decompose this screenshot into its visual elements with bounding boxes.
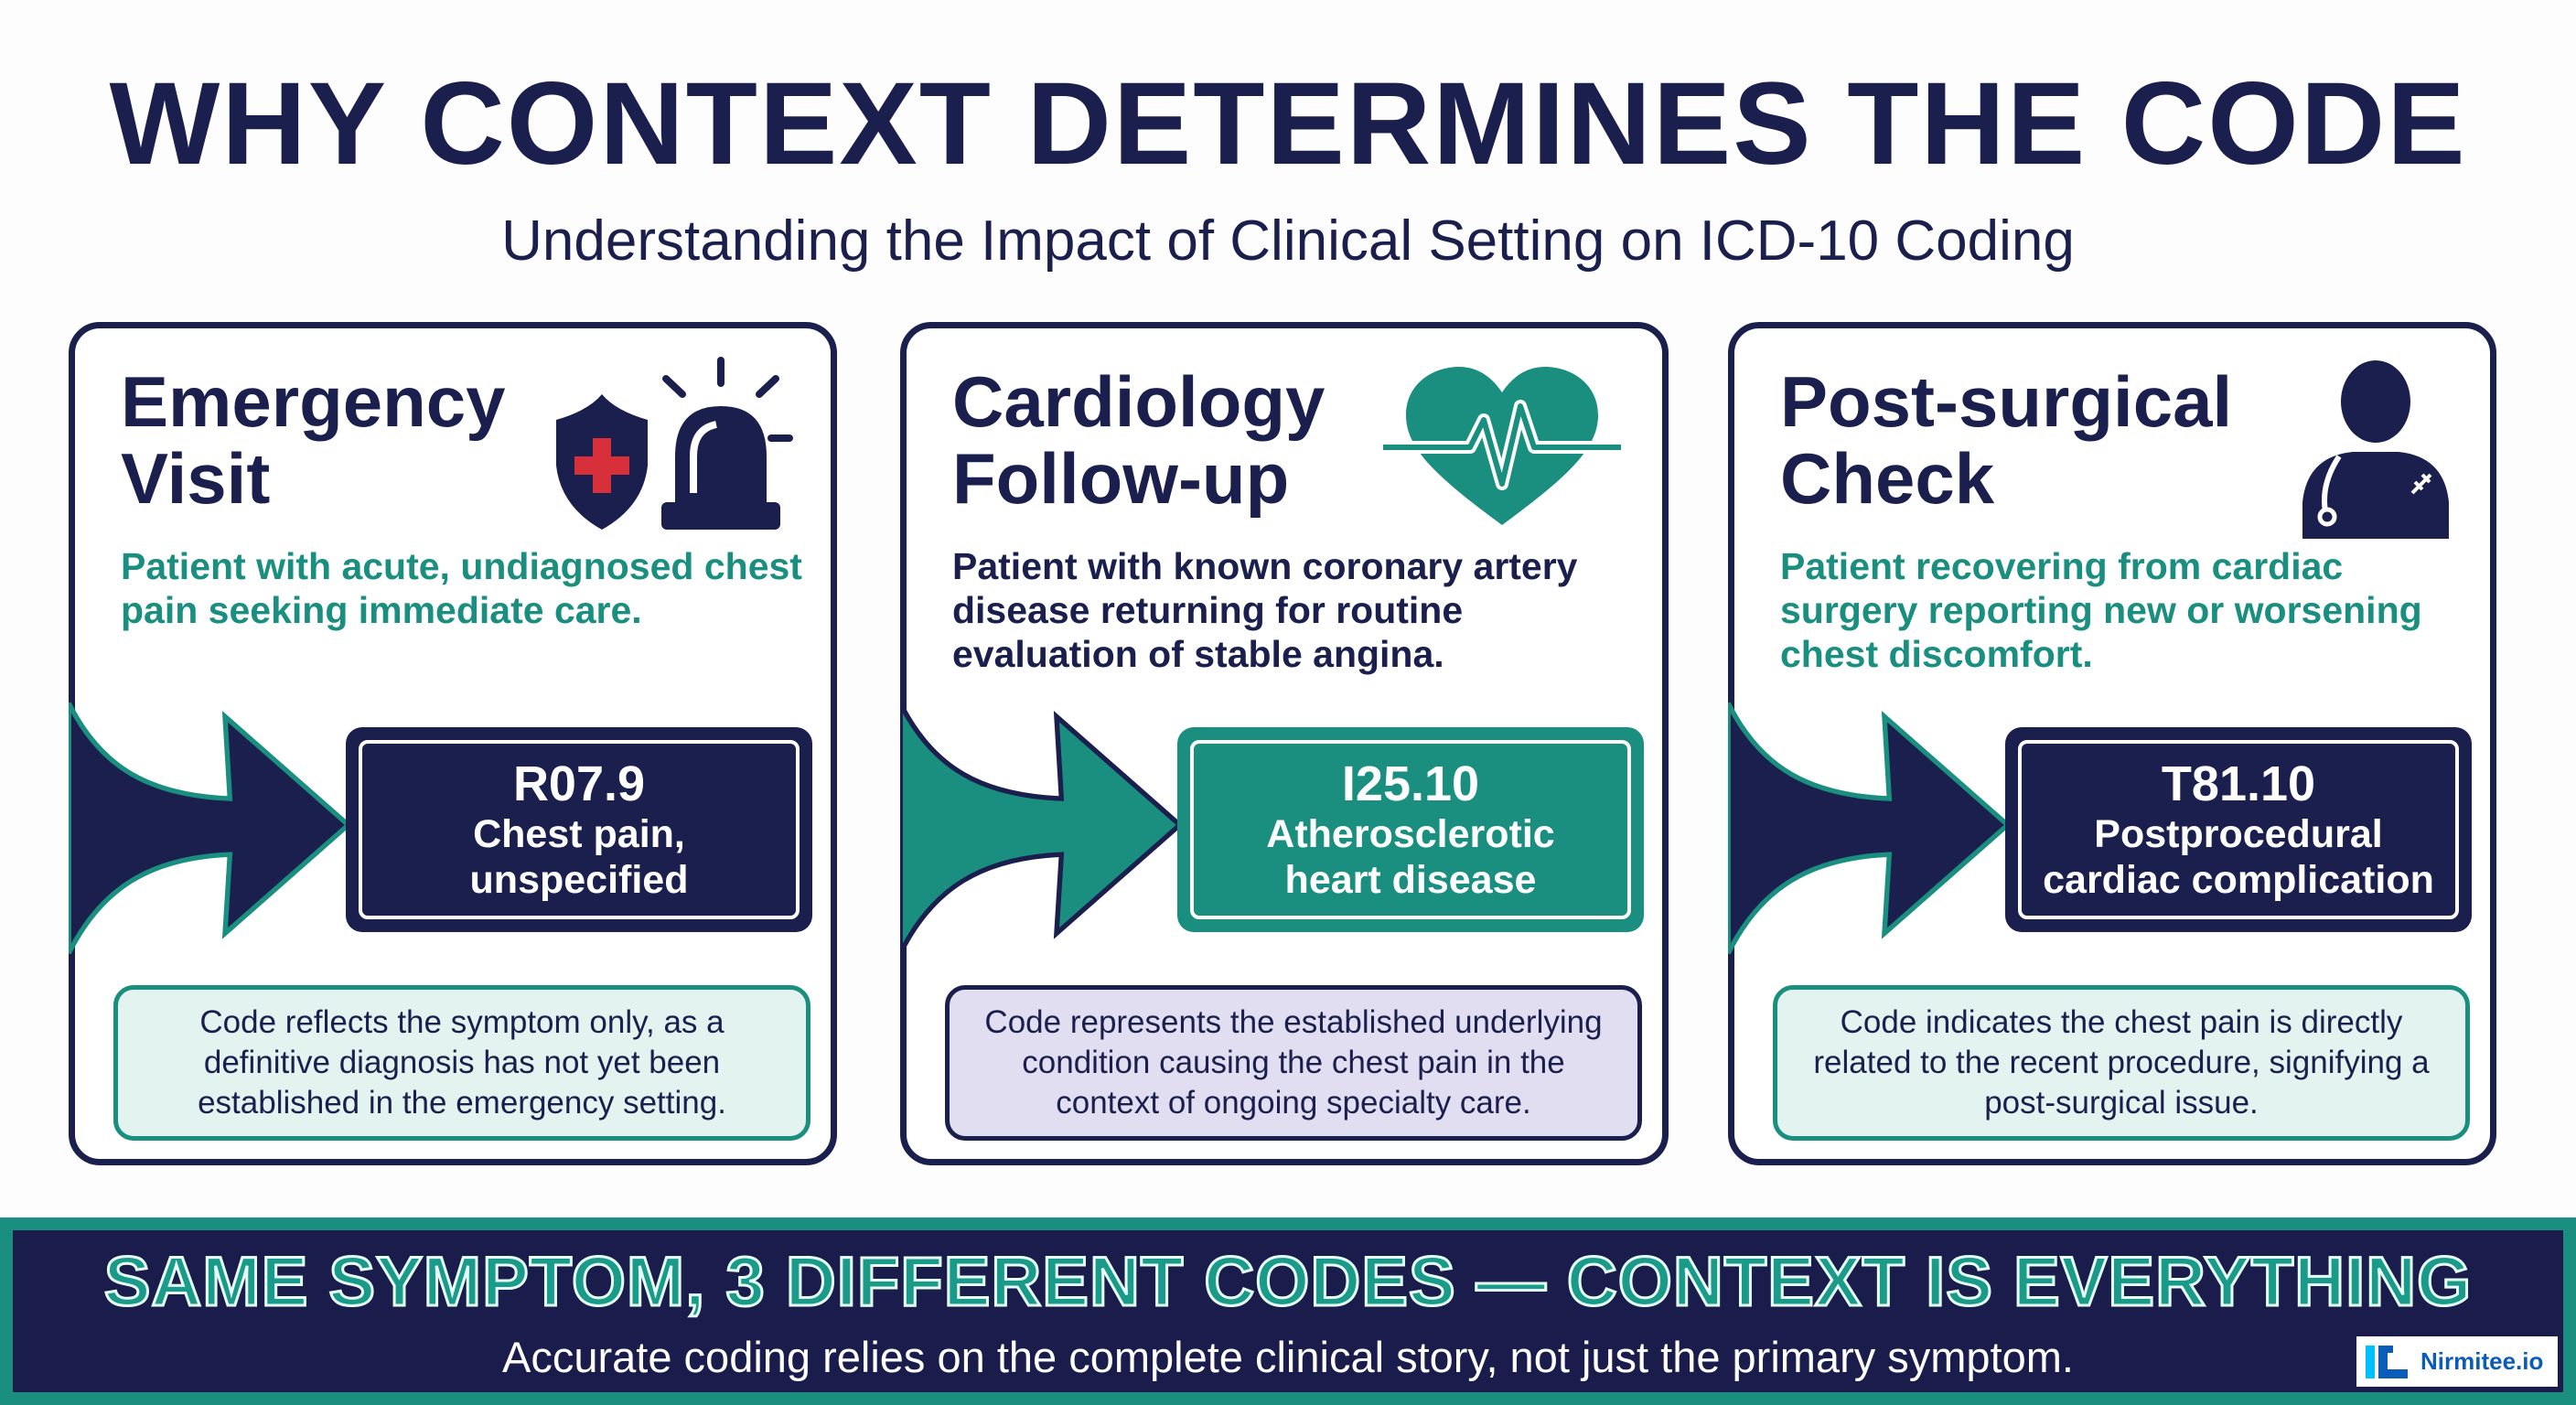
logo-mark-icon bbox=[2366, 1345, 2408, 1378]
arrow-icon bbox=[900, 702, 1184, 955]
explanation-note: Code represents the established underlyi… bbox=[945, 985, 1642, 1141]
page-title: WHY CONTEXT DETERMINES THE CODE bbox=[109, 59, 2467, 189]
code-name-line: heart disease bbox=[1284, 858, 1537, 902]
card-description: Patient with known coronary artery disea… bbox=[952, 545, 1578, 675]
banner-subline: Accurate coding relies on the complete c… bbox=[502, 1333, 2074, 1381]
explanation-note: Code indicates the chest pain is directl… bbox=[1773, 985, 2470, 1141]
doctor-stethoscope-icon bbox=[2302, 360, 2449, 539]
code-name-line: Atherosclerotic bbox=[1266, 812, 1555, 856]
logo-text: Nirmitee.io bbox=[2420, 1347, 2544, 1375]
arrow-icon bbox=[1728, 702, 2012, 955]
page-subtitle: Understanding the Impact of Clinical Set… bbox=[501, 209, 2075, 273]
code-name-line: cardiac complication bbox=[2043, 858, 2434, 902]
arrow-icon bbox=[69, 702, 352, 955]
code-name-line: Chest pain, bbox=[473, 812, 685, 856]
code-name-line: unspecified bbox=[469, 858, 689, 902]
explanation-note: Code reflects the symptom only, as a def… bbox=[113, 985, 810, 1141]
card-description: Patient with acute, undiagnosed chest pa… bbox=[121, 545, 802, 631]
icd-code: T81.10 bbox=[2161, 756, 2316, 811]
summary-banner: SAME SYMPTOM, 3 DIFFERENT CODES — CONTEX… bbox=[0, 1217, 2576, 1405]
code-name-line: Postprocedural bbox=[2094, 812, 2383, 856]
banner-headline: SAME SYMPTOM, 3 DIFFERENT CODES — CONTEX… bbox=[102, 1242, 2473, 1323]
nirmitee-logo: Nirmitee.io bbox=[2356, 1336, 2558, 1387]
icd-code: R07.9 bbox=[512, 756, 646, 811]
shield-cross-and-siren-icon bbox=[556, 357, 793, 530]
heart-pulse-icon bbox=[1383, 367, 1621, 525]
icd-code: I25.10 bbox=[1341, 756, 1480, 811]
card-description: Patient recovering from cardiac surgery … bbox=[1780, 545, 2422, 675]
